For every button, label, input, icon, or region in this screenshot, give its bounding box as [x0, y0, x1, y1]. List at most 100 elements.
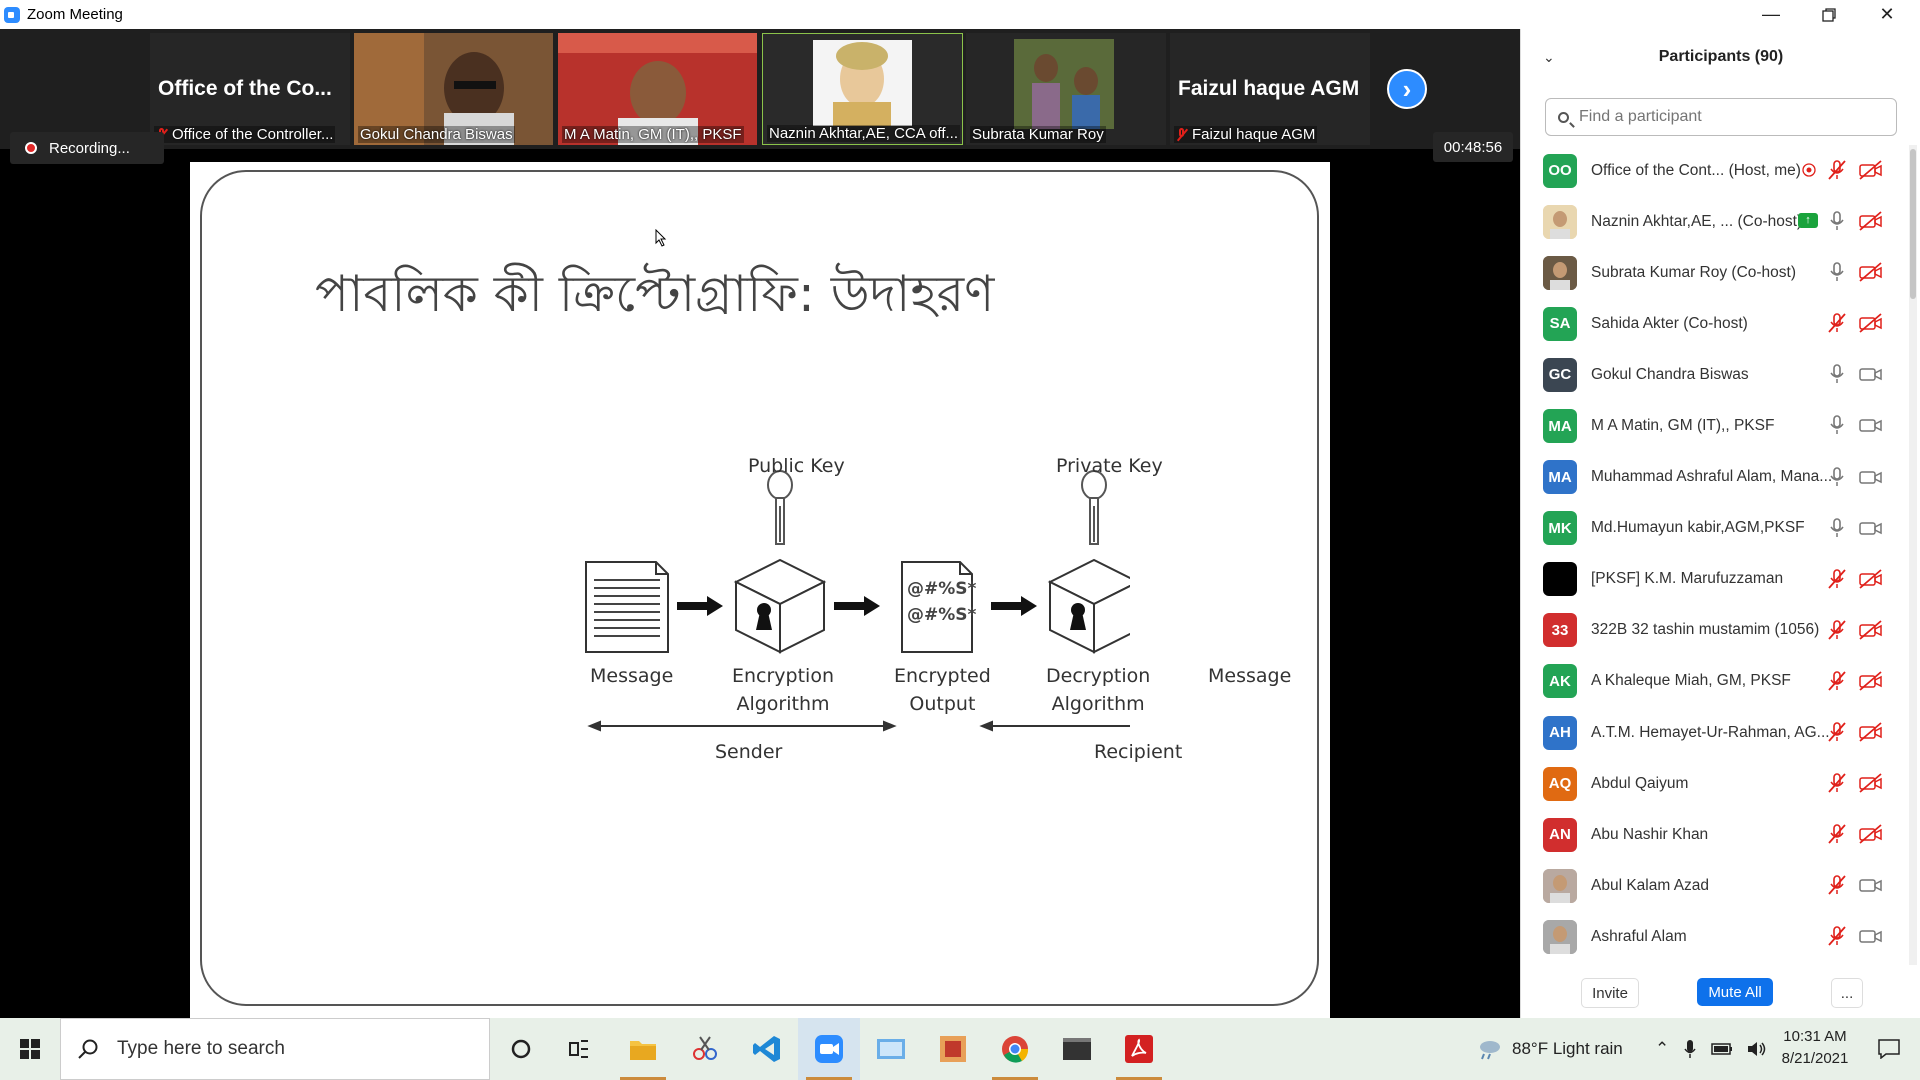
- mic-muted-icon[interactable]: [1826, 312, 1848, 334]
- participant-search[interactable]: [1545, 98, 1897, 136]
- task-view-button[interactable]: [548, 1018, 610, 1080]
- video-tile-active-speaker[interactable]: Naznin Akhtar,AE, CCA off...: [762, 33, 963, 145]
- participant-row[interactable]: Naznin Akhtar,AE, ... (Co-host)↑: [1521, 196, 1906, 247]
- video-tile[interactable]: Gokul Chandra Biswas: [354, 33, 553, 145]
- chrome-app[interactable]: [984, 1018, 1046, 1080]
- mic-muted-icon[interactable]: [1826, 568, 1848, 590]
- zoom-app[interactable]: [798, 1018, 860, 1080]
- powerpoint-viewer-app[interactable]: [922, 1018, 984, 1080]
- video-off-icon[interactable]: [1858, 210, 1884, 232]
- volume-icon[interactable]: [1747, 1040, 1767, 1058]
- video-camera-icon[interactable]: [1858, 414, 1884, 436]
- microphone-icon[interactable]: [1826, 363, 1848, 385]
- file-explorer-app[interactable]: [612, 1018, 674, 1080]
- terminal-app[interactable]: [1046, 1018, 1108, 1080]
- taskbar-search-box[interactable]: Type here to search: [60, 1018, 490, 1080]
- microphone-icon[interactable]: [1826, 466, 1848, 488]
- vscode-app[interactable]: [736, 1018, 798, 1080]
- video-tile[interactable]: Office of the Co... Office of the Contro…: [150, 33, 350, 145]
- participant-avatar-photo: [1543, 204, 1577, 239]
- participant-row[interactable]: Ashraful Alam: [1521, 911, 1906, 962]
- video-off-icon[interactable]: [1858, 159, 1884, 181]
- mic-muted-icon[interactable]: [1826, 925, 1848, 947]
- microphone-icon[interactable]: [1826, 210, 1848, 232]
- video-tile[interactable]: M A Matin, GM (IT),, PKSF: [558, 33, 757, 145]
- acrobat-app[interactable]: [1108, 1018, 1170, 1080]
- video-off-icon[interactable]: [1858, 670, 1884, 692]
- mic-muted-icon[interactable]: [1826, 619, 1848, 641]
- mic-muted-icon[interactable]: [1826, 159, 1848, 181]
- taskbar-clock[interactable]: 10:31 AM 8/21/2021: [1760, 1026, 1870, 1070]
- video-tile[interactable]: Faizul haque AGM Faizul haque AGM: [1170, 33, 1370, 145]
- video-off-icon[interactable]: [1858, 772, 1884, 794]
- participant-name: 322B 32 tashin mustamim (1056): [1591, 621, 1820, 639]
- start-button[interactable]: [0, 1018, 60, 1080]
- chevron-down-icon[interactable]: ⌄: [1543, 49, 1555, 65]
- participant-row[interactable]: Subrata Kumar Roy (Co-host): [1521, 247, 1906, 298]
- participant-avatar: GC: [1543, 357, 1577, 392]
- video-off-icon[interactable]: [1858, 312, 1884, 334]
- participant-name: [PKSF] K.M. Marufuzzaman: [1591, 570, 1784, 588]
- participant-row[interactable]: [PKSF] K.M. Marufuzzaman: [1521, 554, 1906, 605]
- participant-row[interactable]: Abul Kalam Azad: [1521, 860, 1906, 911]
- snipping-tool-app[interactable]: [674, 1018, 736, 1080]
- mic-muted-icon[interactable]: [1826, 670, 1848, 692]
- scrollbar-thumb[interactable]: [1910, 149, 1916, 299]
- mic-muted-icon[interactable]: [1826, 772, 1848, 794]
- video-camera-icon[interactable]: [1858, 925, 1884, 947]
- video-camera-icon[interactable]: [1858, 363, 1884, 385]
- chevron-up-icon[interactable]: ⌃: [1655, 1039, 1670, 1058]
- microphone-icon[interactable]: [1826, 261, 1848, 283]
- restore-button[interactable]: [1800, 0, 1858, 29]
- rain-cloud-icon: [1480, 1041, 1500, 1060]
- microphone-icon[interactable]: [1826, 517, 1848, 539]
- search-icon: [78, 1039, 98, 1059]
- pdf-icon: [1125, 1035, 1153, 1063]
- video-off-icon[interactable]: [1858, 823, 1884, 845]
- remote-desktop-app[interactable]: [860, 1018, 922, 1080]
- video-camera-icon[interactable]: [1858, 874, 1884, 896]
- mic-muted-icon[interactable]: [1826, 721, 1848, 743]
- participant-search-input[interactable]: [1577, 107, 1881, 127]
- microphone-icon[interactable]: [1683, 1039, 1697, 1059]
- mic-muted-icon[interactable]: [1826, 874, 1848, 896]
- video-camera-icon[interactable]: [1858, 466, 1884, 488]
- encrypted-output-label: Encrypted Output: [894, 665, 991, 715]
- recording-indicator[interactable]: Recording...: [10, 132, 164, 164]
- notifications-button[interactable]: [1858, 1018, 1920, 1080]
- video-off-icon[interactable]: [1858, 721, 1884, 743]
- more-options-button[interactable]: ...: [1831, 978, 1863, 1008]
- next-page-arrow-icon[interactable]: ›: [1387, 69, 1427, 109]
- video-off-icon[interactable]: [1858, 619, 1884, 641]
- weather-widget[interactable]: 88°F Light rain: [1476, 1018, 1623, 1080]
- participant-video: [558, 33, 757, 145]
- minimize-button[interactable]: —: [1762, 4, 1780, 24]
- video-camera-icon[interactable]: [1858, 517, 1884, 539]
- video-off-icon[interactable]: [1858, 568, 1884, 590]
- mic-muted-icon[interactable]: [1826, 823, 1848, 845]
- windows-logo-icon: [20, 1039, 40, 1059]
- notification-icon: [1878, 1039, 1900, 1059]
- microphone-icon[interactable]: [1826, 414, 1848, 436]
- participants-header: Participants (90): [1658, 48, 1784, 65]
- battery-icon[interactable]: [1711, 1042, 1733, 1056]
- participants-scrollbar[interactable]: [1909, 145, 1917, 965]
- close-button[interactable]: ✕: [1879, 4, 1895, 24]
- video-tile[interactable]: Subrata Kumar Roy: [966, 33, 1166, 145]
- participant-avatar: MA: [1543, 409, 1577, 444]
- video-off-icon[interactable]: [1858, 261, 1884, 283]
- cortana-button[interactable]: [490, 1018, 552, 1080]
- invite-button[interactable]: Invite: [1581, 978, 1639, 1008]
- mute-all-button[interactable]: Mute All: [1697, 978, 1773, 1006]
